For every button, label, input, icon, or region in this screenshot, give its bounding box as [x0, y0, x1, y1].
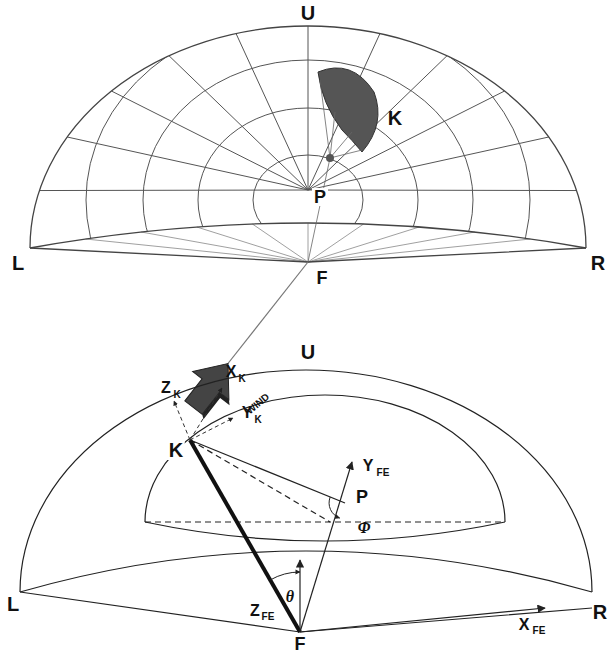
point-label: K	[388, 108, 402, 128]
axis-subscript: K	[173, 390, 180, 400]
wind-arrow	[174, 349, 250, 426]
dome-grid	[39, 190, 308, 192]
dome-grid	[39, 14, 576, 386]
point-label: P	[356, 488, 368, 506]
wind-arrow	[174, 262, 308, 427]
kite	[308, 80, 362, 262]
dome-grid	[252, 224, 308, 262]
dome-outline	[30, 223, 586, 248]
dome-grid	[198, 108, 418, 292]
sphere-outline	[145, 522, 505, 541]
kite	[330, 132, 352, 158]
axis-subscript: K	[254, 415, 261, 425]
angle-arcs	[270, 572, 300, 580]
sphere-outline	[145, 521, 505, 522]
sphere-outline	[190, 440, 330, 522]
kite	[326, 154, 334, 162]
kite	[308, 158, 330, 262]
axis-subscript: FE	[262, 612, 275, 622]
dome-grid	[308, 224, 364, 262]
earth-frame-axes	[300, 608, 545, 632]
wind-arrow	[226, 262, 308, 366]
point-label: L	[12, 253, 24, 273]
dome-grid	[308, 239, 530, 262]
kite	[320, 80, 330, 158]
point-label: P	[312, 188, 328, 206]
dome-grid	[308, 190, 577, 192]
dome-grid	[39, 14, 576, 386]
axis-subscript: K	[238, 374, 245, 384]
kite	[330, 150, 362, 158]
earth-frame-axes	[299, 560, 300, 632]
tether-line	[190, 440, 300, 632]
kite-frame-axes	[190, 418, 233, 440]
kite-frame-axes	[174, 388, 233, 440]
dome-grid	[169, 56, 308, 190]
point-label: U	[301, 342, 315, 362]
sphere-outline	[190, 440, 345, 503]
dome-grid	[67, 137, 308, 190]
dome-grid	[86, 239, 308, 262]
dome-grid	[86, 14, 530, 386]
axis-label: X	[519, 617, 530, 633]
angle-arcs	[329, 497, 340, 518]
axis-label: Z	[161, 380, 171, 396]
sphere-outline	[20, 551, 592, 592]
kite	[330, 112, 335, 158]
angle-label: θ	[286, 589, 294, 605]
axis-label: Y	[363, 458, 374, 474]
dome-outline	[30, 26, 586, 248]
axis-subscript: FE	[533, 626, 546, 636]
point-label: R	[593, 602, 607, 622]
axis-label: X	[226, 364, 237, 380]
dome-grid	[111, 91, 308, 190]
kite	[318, 68, 378, 152]
dome-grid	[308, 223, 309, 262]
kite-frame-axes	[174, 401, 190, 440]
dome-outline	[30, 248, 586, 262]
angle-arcs	[270, 497, 340, 580]
point-label: U	[301, 3, 315, 23]
sphere-outline	[20, 370, 592, 592]
dome-grid	[308, 56, 447, 190]
earth-frame-axes	[300, 462, 352, 632]
axis-label: Z	[250, 603, 260, 619]
dome-grid	[308, 137, 549, 190]
dome-grid	[143, 60, 473, 340]
dome-outline	[30, 26, 586, 262]
point-label: L	[7, 594, 19, 614]
axis-subscript: FE	[377, 468, 390, 478]
point-label: F	[295, 635, 306, 653]
point-label: K	[167, 440, 185, 460]
earth-frame-axes	[300, 462, 545, 632]
wind-arrow	[175, 349, 246, 421]
sphere-outline	[20, 370, 592, 632]
kite	[308, 68, 378, 262]
angle-label: Φ	[358, 520, 371, 536]
tether-line	[190, 440, 300, 632]
axis-label: Y	[242, 405, 253, 421]
point-label: R	[591, 253, 605, 273]
point-label: F	[315, 269, 330, 287]
